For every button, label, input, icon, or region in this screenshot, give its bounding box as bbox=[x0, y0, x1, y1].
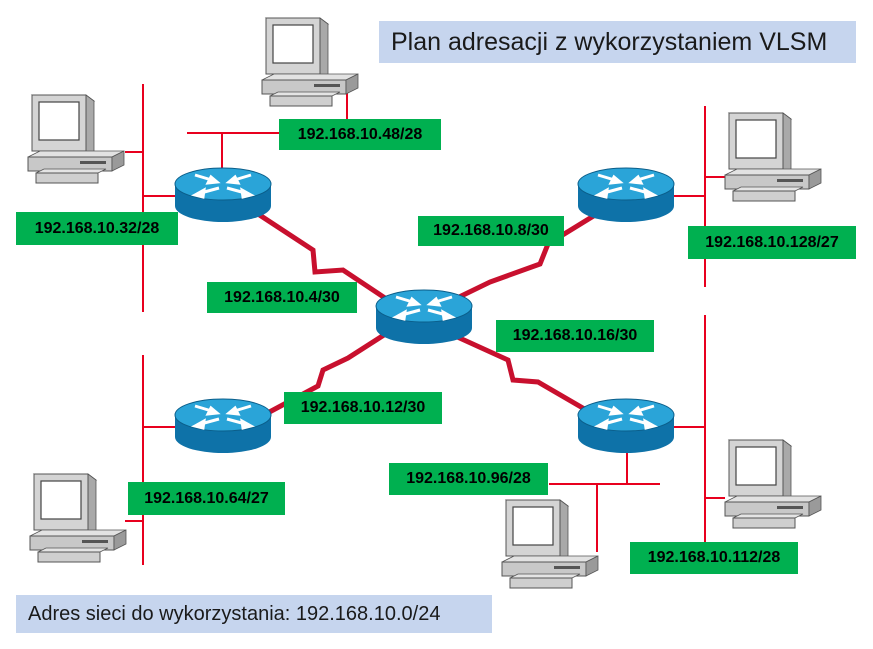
subnet-label-112: 192.168.10.112/28 bbox=[630, 542, 798, 574]
computer-right-top bbox=[724, 112, 822, 202]
subnet-label-16: 192.168.10.16/30 bbox=[496, 320, 654, 352]
subnet-label-12: 192.168.10.12/30 bbox=[284, 392, 442, 424]
computer-bottom-right bbox=[724, 439, 822, 529]
subnet-label-32: 192.168.10.32/28 bbox=[16, 212, 178, 245]
router-core bbox=[374, 288, 474, 346]
wan-links bbox=[253, 209, 602, 421]
subnet-label-4: 192.168.10.4/30 bbox=[207, 282, 357, 313]
computer-bottom-left bbox=[29, 473, 127, 563]
subnet-label-8: 192.168.10.8/30 bbox=[418, 216, 564, 246]
router-top-right bbox=[576, 166, 676, 224]
computer-top-left bbox=[27, 94, 125, 184]
subnet-label-64: 192.168.10.64/27 bbox=[128, 482, 285, 515]
base-network-note: Adres sieci do wykorzystania: 192.168.10… bbox=[16, 595, 492, 633]
computer-top bbox=[261, 17, 359, 107]
router-top-left bbox=[173, 166, 273, 224]
router-bottom-right bbox=[576, 397, 676, 455]
subnet-label-48: 192.168.10.48/28 bbox=[279, 119, 441, 150]
diagram-title: Plan adresacji z wykorzystaniem VLSM bbox=[379, 21, 856, 63]
lan-lines bbox=[125, 84, 725, 565]
subnet-label-96: 192.168.10.96/28 bbox=[389, 463, 548, 495]
subnet-label-128: 192.168.10.128/27 bbox=[688, 226, 856, 259]
router-bottom-left bbox=[173, 397, 273, 455]
computer-bottom bbox=[501, 499, 599, 589]
